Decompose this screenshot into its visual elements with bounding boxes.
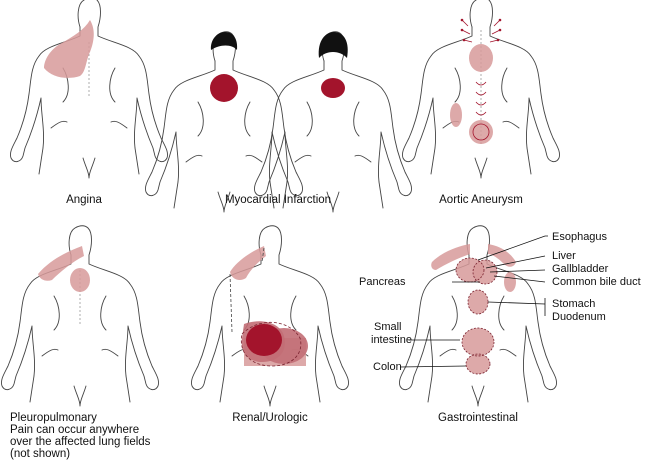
label-small-intestine-1: Small [374,321,402,333]
renal-pain-shoulder [230,246,266,280]
panel-gastrointestinal: Esophagus Liver Gallbladder Common bile … [359,225,641,424]
renal-dashed-outline [240,321,302,367]
label-duodenum: Duodenum [552,311,606,323]
aortic-ring [472,123,490,141]
aortic-pain-flank [450,103,462,127]
caption-renal-urologic: Renal/Urologic [232,412,308,424]
pleuro-caption-line-1: Pleuropulmonary [10,412,97,424]
gi-pain-flank [504,272,516,292]
gi-pain-gallbladder [473,260,497,284]
caption-angina: Angina [66,194,102,206]
mi-pain-right [321,78,345,98]
panel-myocardial-infarction: Myocardial Infarction [145,31,412,213]
caption-gastrointestinal: Gastrointestinal [438,412,518,424]
aortic-pain-upper [469,44,493,72]
mi-pain-left [210,74,238,102]
panel-pleuropulmonary: Pleuropulmonary Pain can occur anywhere … [1,225,159,460]
label-liver: Liver [552,250,576,262]
hair-right [318,32,348,58]
gi-pain-small-intestine [462,328,494,356]
label-small-intestine-2: intestine [371,334,412,346]
renal-dashed-flank [229,247,265,333]
aortic-radiation-arrows [461,19,501,116]
pleuro-caption-line-4: (not shown) [10,448,70,460]
gi-pain-shoulder-left [431,244,470,270]
caption-myocardial-infarction: Myocardial Infarction [225,194,331,206]
caption-pleuropulmonary: Pleuropulmonary Pain can occur anywhere … [10,412,154,460]
caption-aortic-aneurysm: Aortic Aneurysm [439,194,523,206]
aortic-arrowheads [460,18,502,42]
renal-pain-core [246,324,282,356]
label-pancreas: Pancreas [359,276,406,288]
aortic-pain-lower [469,120,493,144]
pleuro-caption-line-3: over the affected lung fields [10,436,151,448]
panel-renal-urologic: Renal/Urologic [191,225,349,424]
gi-leader-lines [399,235,548,368]
label-stomach: Stomach [552,298,595,310]
gi-pain-colon [466,354,490,374]
label-gallbladder: Gallbladder [552,263,609,275]
label-esophagus: Esophagus [552,231,608,243]
panel-aortic-aneurysm: Aortic Aneurysm [402,0,560,206]
pleuro-caption-line-2: Pain can occur anywhere [10,424,139,436]
pleuro-pain-chest [70,268,90,292]
hair-left [210,32,238,50]
angina-pain-region [44,20,94,78]
pleuro-pain-shoulder [38,246,84,281]
gi-pain-shoulder-right [488,244,516,267]
gi-pain-stomach [468,290,488,314]
label-common-bile-duct: Common bile duct [552,276,641,288]
label-colon: Colon [373,361,402,373]
panel-angina: Angina [10,0,168,206]
